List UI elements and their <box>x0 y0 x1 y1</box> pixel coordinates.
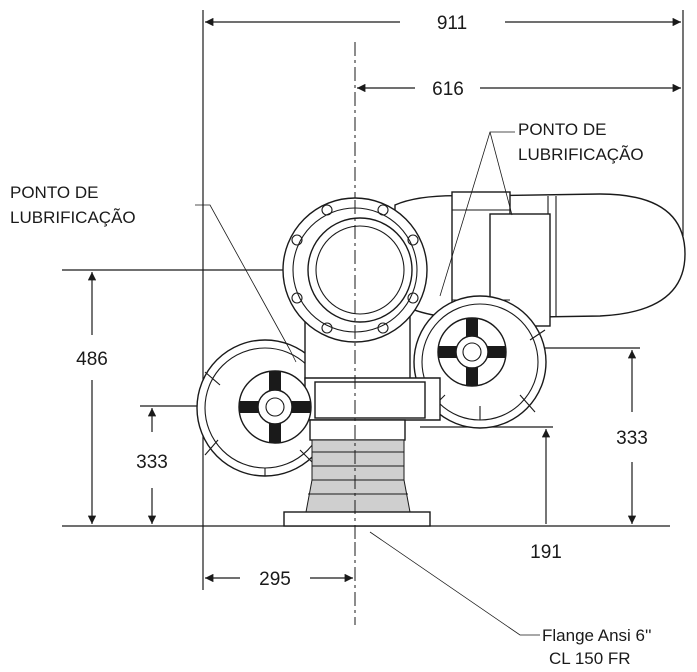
left-gear-knob <box>238 370 312 444</box>
dimension-lines <box>87 17 681 583</box>
dim-base-offset: 295 <box>259 569 291 590</box>
dim-left-wheel-height: 333 <box>136 452 168 473</box>
lube-label-right-line2: LUBRIFICAÇÃO <box>518 145 644 164</box>
right-gear-knob <box>437 317 507 387</box>
lube-label-left-line2: LUBRIFICAÇÃO <box>10 208 136 227</box>
lube-label-right-line1: PONTO DE <box>518 120 606 139</box>
turret-ring <box>311 439 405 481</box>
dim-height-to-inlet: 486 <box>76 349 108 370</box>
leader-lines <box>195 131 540 636</box>
monitor-assembly <box>196 191 686 540</box>
dim-overall-width: 911 <box>437 13 467 34</box>
base-flange <box>283 511 431 527</box>
flange-label-line2: CL 150 FR <box>549 649 631 668</box>
dim-right-wheel-height: 333 <box>616 428 648 449</box>
dimension-texts: 911 616 486 333 333 191 295 <box>76 13 648 590</box>
callout-labels: PONTO DE LUBRIFICAÇÃO PONTO DE LUBRIFICA… <box>10 120 652 668</box>
dim-nozzle-offset: 616 <box>432 79 464 100</box>
flange-label-line1: Flange Ansi 6'' <box>542 626 652 645</box>
lube-label-left-line1: PONTO DE <box>10 183 98 202</box>
dim-lower-height: 191 <box>530 542 562 563</box>
